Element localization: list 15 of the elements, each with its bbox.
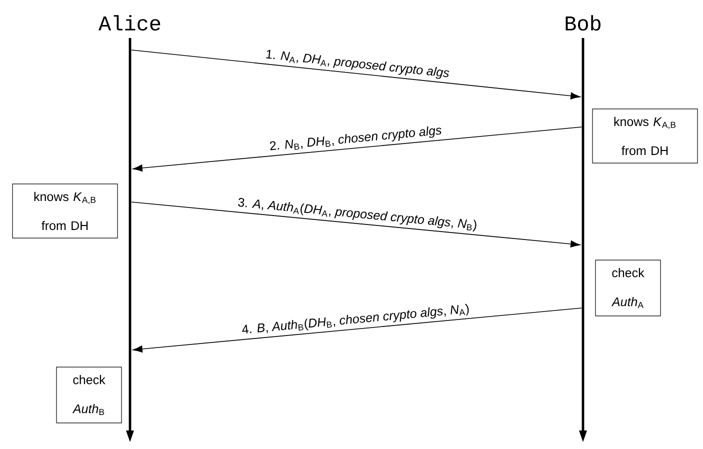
note-box: knows K$_{A,B}$ from DH <box>12 184 118 238</box>
lifeline <box>126 38 134 442</box>
participant-name: Alice <box>98 15 160 31</box>
note-box: knows K$_{A,B}$ from DH <box>592 108 698 164</box>
edge-label: 2. N$_{B}$, DH$_{B}$, chosen crypto algs <box>270 126 442 150</box>
message-arrow <box>131 50 580 100</box>
message-arrow <box>131 202 580 248</box>
lifeline <box>579 38 587 442</box>
note-box: check Auth$_{B}$ <box>56 366 122 424</box>
note-box: check Auth$_{A}$ <box>595 260 661 316</box>
message-arrow <box>132 126 582 172</box>
message-arrow <box>132 308 582 352</box>
participant-name: Bob <box>566 15 600 31</box>
edge-label: 4. B, Auth$_{B}$(DH$_{B}$, chosen crypto algs, N$_{A}$) <box>242 304 469 334</box>
edge-label: 1. N$_{A}$, DH$_{A}$, proposed crypto algs <box>266 50 450 79</box>
